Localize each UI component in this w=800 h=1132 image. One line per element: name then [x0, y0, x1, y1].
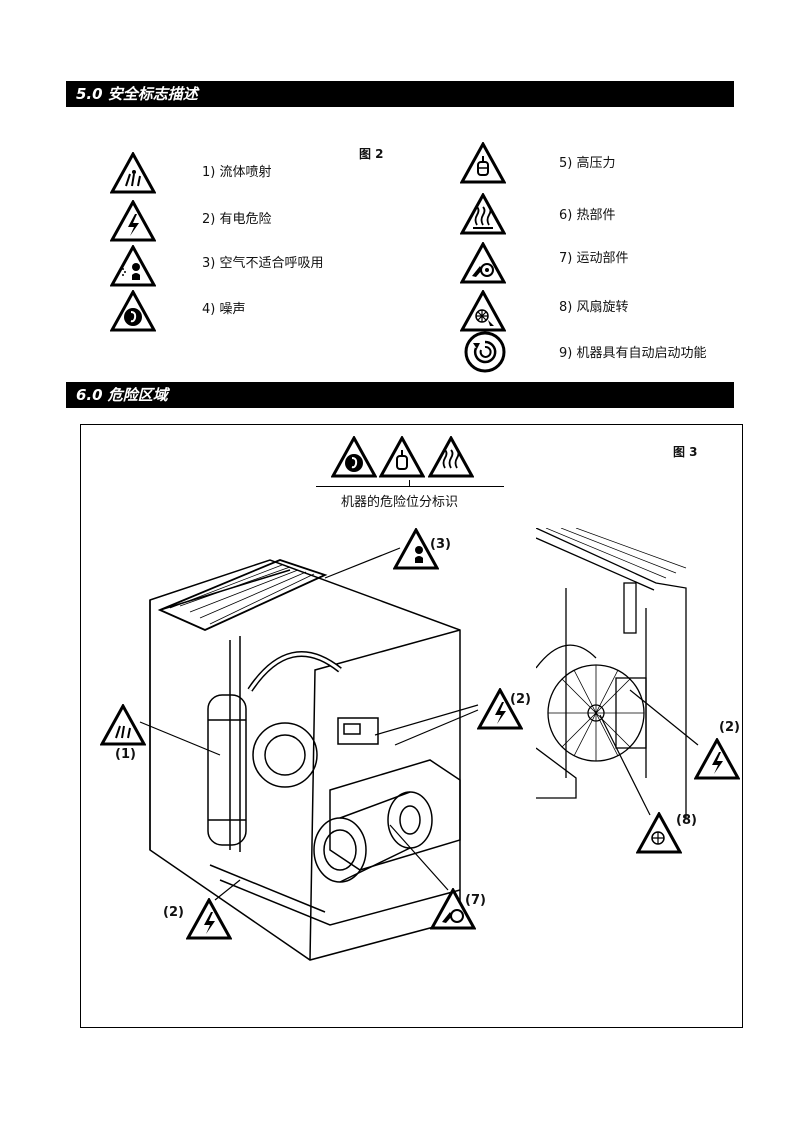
moving-parts-icon	[430, 888, 476, 930]
air-not-breathable-icon	[110, 245, 156, 287]
sign-label-9: 9) 机器具有自动启动功能	[559, 346, 707, 361]
fluid-jet-icon	[100, 704, 146, 746]
sign-label-1: 1) 流体喷射	[202, 165, 272, 180]
fluid-jet-icon	[110, 152, 156, 194]
callout-2-center: (2)	[510, 692, 531, 707]
callout-7: (7)	[465, 893, 486, 908]
electric-hazard-icon	[110, 200, 156, 242]
callout-8: (8)	[676, 813, 697, 828]
sign-label-5: 5) 高压力	[559, 156, 616, 171]
air-not-breathable-icon	[393, 528, 439, 570]
electric-hazard-icon	[186, 898, 232, 940]
section-5-header: 5.0 安全标志描述	[66, 81, 734, 107]
high-pressure-icon	[460, 142, 506, 184]
noise-icon	[110, 290, 156, 332]
figure-2-label: 图 2	[359, 147, 384, 161]
sign-label-2: 2) 有电危险	[202, 212, 272, 227]
sign-label-4: 4) 噪声	[202, 302, 246, 317]
callout-2-bottom: (2)	[163, 905, 184, 920]
moving-parts-icon	[460, 242, 506, 284]
noise-icon	[331, 436, 377, 478]
figure-3-label: 图 3	[673, 445, 698, 459]
sign-label-6: 6) 热部件	[559, 208, 616, 223]
callout-1: (1)	[115, 747, 136, 762]
callout-2-right: (2)	[719, 720, 740, 735]
hot-parts-icon	[428, 436, 474, 478]
high-pressure-icon	[379, 436, 425, 478]
hot-parts-icon	[460, 193, 506, 235]
callout-3: (3)	[430, 537, 451, 552]
electric-hazard-icon	[694, 738, 740, 780]
sign-label-3: 3) 空气不适合呼吸用	[202, 256, 324, 271]
caption-tick	[409, 480, 410, 487]
rotating-fan-icon	[636, 812, 682, 854]
hazard-area-figure-frame	[80, 424, 743, 1028]
sign-label-7: 7) 运动部件	[559, 251, 629, 266]
hazard-caption: 机器的危险位分标识	[341, 495, 459, 510]
sign-label-8: 8) 风扇旋转	[559, 300, 629, 315]
rotating-fan-icon	[460, 290, 506, 332]
auto-start-icon	[464, 331, 506, 373]
section-6-header: 6.0 危险区域	[66, 382, 734, 408]
caption-divider	[316, 486, 504, 487]
electric-hazard-icon	[477, 688, 523, 730]
